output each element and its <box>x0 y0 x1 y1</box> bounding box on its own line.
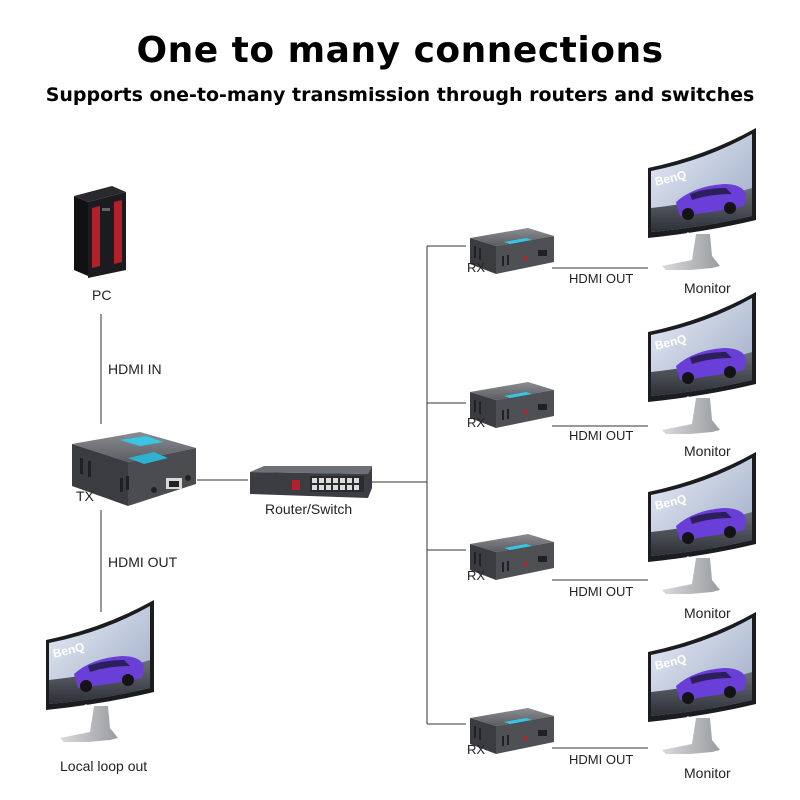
router-switch-label: Router/Switch <box>265 501 353 517</box>
rx-hdmi-out-label-3: HDMI OUT <box>569 584 634 599</box>
local-monitor-icon <box>46 600 154 742</box>
monitor-icon-1 <box>648 128 756 270</box>
rx-label-1: RX <box>467 260 486 275</box>
hdmi-in-label: HDMI IN <box>108 361 162 377</box>
rx-hdmi-out-label-2: HDMI OUT <box>569 428 634 443</box>
tx-label: TX <box>76 488 94 504</box>
rx-label-4: RX <box>467 742 486 757</box>
monitor-icon-2 <box>648 292 756 434</box>
rx-label-3: RX <box>467 568 486 583</box>
monitor-icon-3 <box>648 452 756 594</box>
tx-device-icon <box>72 432 196 506</box>
monitor-label-2: Monitor <box>684 443 731 459</box>
rx-label-2: RX <box>467 415 486 430</box>
rx-hdmi-out-label-4: HDMI OUT <box>569 752 634 767</box>
page-subtitle: Supports one-to-many transmission throug… <box>45 84 755 106</box>
pc-label: PC <box>92 287 112 303</box>
hdmi-out-label: HDMI OUT <box>108 554 178 570</box>
local-loop-out-label: Local loop out <box>60 758 148 774</box>
monitor-label-3: Monitor <box>684 605 731 621</box>
router-switch-icon <box>250 466 372 498</box>
monitor-icon-4 <box>648 612 756 754</box>
page-title: One to many connections <box>136 30 664 71</box>
monitor-label-1: Monitor <box>684 280 731 296</box>
connection-lines <box>100 245 648 749</box>
pc-tower-icon <box>74 186 126 278</box>
monitor-label-4: Monitor <box>684 765 731 781</box>
rx-hdmi-out-label-1: HDMI OUT <box>569 271 634 286</box>
